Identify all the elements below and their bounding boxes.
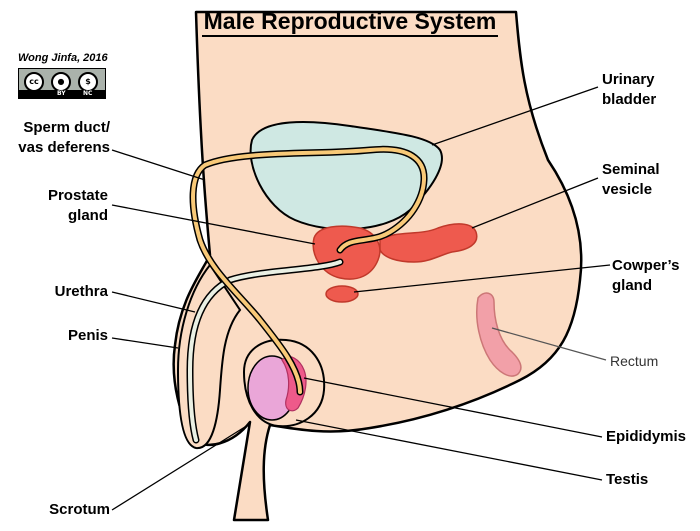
page-title: Male Reproductive System (0, 8, 700, 37)
sperm-duct-fill (191, 147, 427, 394)
rectum-shape (475, 292, 522, 377)
leader-lines (111, 86, 611, 511)
leader-urethra (111, 291, 196, 313)
label-scrotum: Scrotum (49, 501, 110, 518)
leader-seminal (471, 177, 599, 229)
by-label: BY (57, 90, 66, 97)
author-credit: Wong Jinfa, 2016 (18, 52, 108, 64)
label-epididymis: Epididymis (606, 428, 687, 445)
leader-bladder (431, 86, 599, 146)
sperm-duct-line2: vas deferens (18, 139, 110, 156)
cowper-line2: gland (612, 277, 652, 294)
urinary-line1: Urinary (602, 71, 655, 88)
leader-scrotum (111, 424, 249, 511)
cc-license-badge[interactable]: cc ● $ BY NC (18, 68, 106, 99)
seminal-line2: vesicle (602, 181, 653, 198)
leader-sperm-duct (111, 149, 206, 181)
label-seminal-vesicle: Seminal vesicle (602, 160, 660, 200)
nc-label: NC (83, 90, 93, 97)
label-testis: Testis (606, 471, 649, 488)
leader-prostate (111, 204, 316, 245)
prostate-line2: gland (68, 207, 108, 224)
seminal-line1: Seminal (602, 161, 660, 178)
epididymis-shape (281, 356, 307, 412)
leader-epididymis (303, 377, 603, 438)
prostate-line1: Prostate (47, 187, 108, 204)
leader-rectum (491, 327, 607, 361)
leader-penis (111, 337, 179, 349)
seminal-vesicle-shape (379, 223, 478, 263)
label-rectum: Rectum (610, 353, 659, 369)
urinary-line2: bladder (602, 91, 657, 108)
label-penis: Penis (67, 327, 108, 344)
sperm-duct-line1: Sperm duct/ (23, 119, 110, 136)
leader-cowper (353, 264, 611, 293)
label-urethra: Urethra (54, 283, 108, 300)
noncommercial-icon: $ (78, 72, 98, 92)
person-icon: ● (51, 72, 71, 92)
label-cowpers-gland: Cowper’s gland (612, 256, 680, 296)
leader-testis (295, 419, 603, 481)
label-prostate: Prostate gland (10, 186, 108, 226)
cowpers-gland-shape (325, 285, 359, 303)
urethra-fill (187, 260, 342, 442)
badge-strip (19, 90, 105, 98)
label-sperm-duct: Sperm duct/ vas deferens (10, 118, 110, 158)
cowper-line1: Cowper’s (612, 257, 680, 274)
body-silhouette (172, 10, 583, 522)
label-urinary-bladder: Urinary bladder (602, 70, 656, 110)
cc-icon: cc (24, 72, 44, 92)
